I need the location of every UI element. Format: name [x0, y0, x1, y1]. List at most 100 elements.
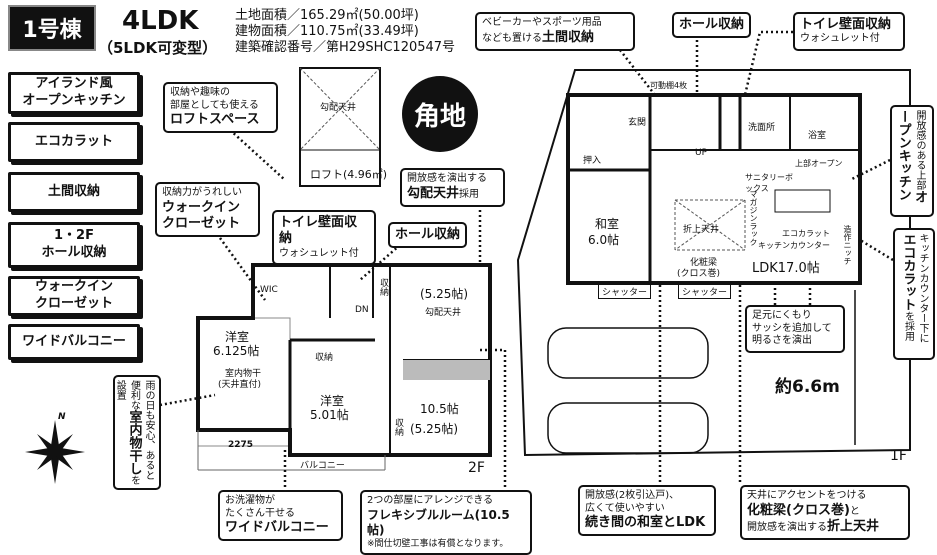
feature-label: エコカラット: [34, 133, 113, 149]
callout-text: 2つの部屋にアレンジできる: [367, 495, 494, 506]
callout-text: トイレ壁面収納: [279, 215, 358, 247]
callout-text: なども置ける: [482, 32, 542, 44]
room-western-2-size: 5.01帖: [310, 408, 349, 422]
indoor-drying-sub: (天井直付): [218, 380, 262, 390]
sanitary-box: サニタリーボックス: [745, 173, 793, 193]
callout-hall-storage-2f: ホール収納: [388, 222, 468, 249]
callout-text: 明るさを演出: [752, 335, 812, 346]
callout-text: トイレ壁面収納: [800, 17, 892, 32]
layout-variant: （5LDK可変型）: [98, 39, 218, 57]
callout-open-kitchen: 開放感のある上部オープンキッチン: [890, 105, 934, 217]
callout-balcony: お洗濯物がたくさん干せるワイドバルコニー: [218, 490, 343, 542]
balcony-dimension: 2275: [228, 440, 254, 450]
corner-lot-badge: 角地: [402, 76, 478, 152]
room-western-1: 洋室: [225, 330, 250, 344]
kitchen-counter: キッチンカウンター: [758, 241, 830, 250]
building-area: 建物面積／110.75㎡(33.49坪): [235, 24, 419, 39]
balcony-label: バルコニー: [300, 461, 345, 471]
upper-open-label: 上部オープン: [795, 159, 843, 168]
feature-label: クローゼット: [34, 296, 113, 311]
beam-label-sub: (クロス巻): [677, 269, 721, 279]
callout-text: 開放感(2枚引込戸)、: [585, 490, 680, 501]
room-western-1-size: 6.125帖: [213, 344, 260, 358]
callout-loft: 収納や趣味の部屋としても使えるロフトスペース: [163, 82, 278, 134]
room-entrance: 玄関: [628, 118, 647, 128]
callout-text: 雨の日も安心、: [143, 380, 154, 450]
callout-text: ベビーカーやスポーツ用品: [482, 17, 602, 28]
callout-text: ロフトスペース: [170, 112, 260, 127]
callout-text: 勾配天井: [407, 185, 460, 201]
callout-sash: 足元にくもりサッシを追加して明るさを演出: [745, 305, 845, 353]
corner-lot-label: 角地: [413, 101, 466, 132]
slope-ceiling-label: 勾配天井: [425, 308, 462, 318]
callout-text: エコカラット: [900, 233, 916, 311]
loft-label: ロフト(4.96㎡): [310, 168, 388, 181]
specs: 土地面積／165.29㎡(50.00坪) 建物面積／110.75㎡(33.49坪…: [235, 8, 455, 56]
feature-walk-in-closet: ウォークインクローゼット: [8, 276, 140, 316]
callout-text: たくさん干せる: [225, 507, 295, 519]
feature-wide-balcony: ワイドバルコニー: [8, 324, 140, 360]
frontage-width: 約6.6m: [775, 377, 840, 397]
callout-text: を設置: [114, 380, 140, 485]
callout-text: ホール収納: [679, 17, 745, 32]
callout-text: 部屋としても使える: [170, 99, 259, 111]
ecocarat-label: エコカラット: [782, 229, 830, 238]
feature-label: 土間収納: [47, 183, 100, 199]
callout-text: キッチンカウンター下に: [917, 233, 928, 343]
feature-label: アイランド風: [35, 76, 113, 92]
feature-label: ウォークイン: [34, 279, 113, 295]
shutter-label: シャッター: [598, 284, 652, 299]
permit-number: 建築確認番号／第H29SHC120547号: [235, 40, 456, 55]
floor-1f-label: 1F: [890, 448, 907, 464]
feature-label: オープンキッチン: [22, 93, 126, 108]
room-size: (5.25帖): [420, 287, 469, 301]
callout-ecocarat: キッチンカウンター下にエコカラットを採用: [893, 228, 935, 360]
land-area: 土地面積／165.29㎡(50.00坪): [235, 8, 419, 23]
room-western-2: 洋室: [320, 394, 345, 408]
callout-text: ホール収納: [395, 227, 461, 242]
unit-badge: 1号棟: [8, 5, 96, 51]
feature-ecocarat: エコカラット: [8, 122, 140, 162]
callout-text: 開放感を演出する: [407, 173, 487, 184]
stairs-dn: DN: [355, 305, 369, 315]
feature-label: 1・2F: [54, 228, 94, 244]
feature-doma-storage: 土間収納: [8, 172, 140, 212]
callout-flexible-room: 2つの部屋にアレンジできるフレキシブルルーム(10.5帖)※間仕切壁工事は有償と…: [360, 490, 532, 555]
room-washitsu: 和室: [595, 217, 620, 231]
unit-label: 1号棟: [22, 18, 82, 43]
room-washitsu-size: 6.0帖: [588, 233, 620, 247]
callout-text: 足元にくもり: [752, 310, 812, 321]
callout-text: 開放感のある上部: [914, 110, 925, 190]
stairs-up: UP: [695, 148, 708, 158]
callout-text: ウォークイン: [162, 199, 241, 215]
room-storage: 収納: [378, 278, 388, 296]
shutter-label: シャッター: [678, 284, 732, 299]
room-ldk: LDK17.0帖: [752, 261, 820, 276]
callout-text: 採用: [459, 188, 480, 200]
flex-room-half: (5.25帖): [410, 422, 459, 436]
callout-text: 折上天井: [827, 518, 880, 534]
callout-text: 土間収納: [542, 29, 595, 45]
callout-text: サッシを追加して: [752, 322, 832, 334]
feature-label: ホール収納: [41, 245, 107, 260]
callout-text: ※間仕切壁工事は有償となります。: [367, 538, 509, 549]
callout-text: オープンキッチン: [895, 110, 927, 203]
callout-toilet-2f: トイレ壁面収納ウォシュレット付: [272, 210, 376, 265]
callout-toilet-1f: トイレ壁面収納ウォシュレット付: [793, 12, 905, 51]
room-storage: 収納: [393, 418, 403, 436]
callout-text: を採用: [902, 311, 914, 341]
callout-beam-ceiling: 天井にアクセントをつける化粧梁(クロス巻)と開放感を演出する折上天井: [740, 485, 910, 540]
callout-text: 室内物干し: [126, 410, 142, 475]
floor-2f-label: 2F: [468, 460, 485, 476]
callout-text: 広くて使いやすい: [585, 502, 665, 514]
room-washroom: 洗面所: [748, 123, 776, 133]
loft-ceiling: 勾配天井: [320, 103, 357, 113]
callout-text: 化粧梁(クロス巻): [747, 502, 850, 518]
callout-text: 天井にアクセントをつける: [747, 490, 867, 501]
callout-slope-ceiling: 開放感を演出する勾配天井採用: [400, 168, 505, 207]
callout-text: ウォシュレット付: [279, 247, 359, 259]
flex-room-size: 10.5帖: [420, 402, 459, 416]
callout-text: お洗濯物が: [225, 495, 275, 506]
room-wic: WIC: [260, 285, 278, 295]
